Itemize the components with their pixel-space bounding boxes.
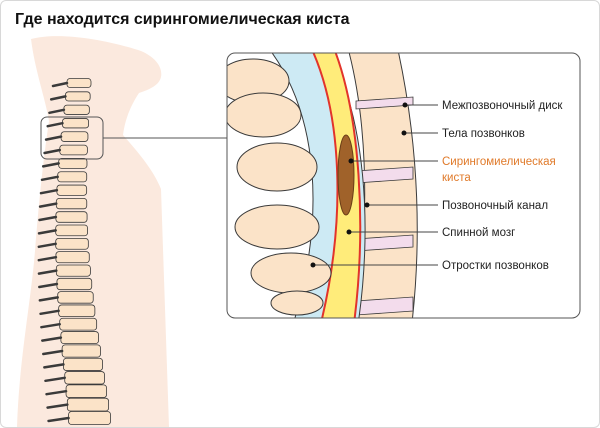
vertebra-process [43, 148, 62, 155]
vertebra-process [46, 403, 69, 409]
vertebra [55, 237, 89, 250]
spinous-processes [227, 58, 332, 316]
marker-dots [310, 102, 408, 268]
vertebra-process [41, 162, 60, 168]
vertebra-process [45, 389, 68, 396]
label-spinal-cord: Спинной мозг [442, 227, 515, 239]
vertebra-process [38, 202, 58, 208]
vertebra [55, 211, 88, 223]
vertebra [55, 197, 88, 210]
vertebra [58, 304, 96, 318]
vertebra [58, 158, 88, 169]
vertebra-process [44, 135, 63, 141]
vertebra [59, 317, 98, 331]
vertebra [57, 171, 88, 183]
zoom-panel-border [226, 52, 581, 319]
vertebra-process [38, 282, 59, 289]
label-vertebral-bodies: Тела позвонков [442, 128, 525, 140]
leader-lines [313, 104, 438, 266]
vertebra [55, 251, 90, 264]
process [236, 142, 318, 192]
vertebra [55, 224, 89, 237]
body-silhouette [17, 36, 169, 427]
spine-column [37, 78, 111, 425]
vertebra-process [37, 242, 57, 249]
vertebra-process [41, 336, 63, 342]
vertebra [63, 104, 90, 115]
vertebra [66, 78, 92, 88]
vertebra-process [48, 108, 66, 115]
process [234, 204, 320, 250]
vertebra [56, 277, 93, 291]
vertebra-process [40, 175, 59, 182]
vertebra [65, 91, 91, 102]
vertebra-process [51, 81, 69, 88]
vertebra [68, 411, 111, 425]
vertebra-process [47, 416, 70, 423]
process [227, 92, 302, 138]
intervertebral-discs [355, 96, 414, 316]
vertebra [57, 291, 94, 304]
vertebra-process [37, 229, 57, 235]
vertebra-process [49, 95, 67, 101]
vertebra-process [43, 363, 65, 369]
vertebra [56, 184, 88, 196]
vertebra [60, 131, 89, 142]
vertebra [64, 371, 105, 385]
vertebra [55, 264, 91, 277]
process [250, 252, 332, 294]
figure-title: Где находится сирингомиелическая киста [15, 11, 350, 28]
vertebra-process [39, 188, 59, 195]
vertebra-process [37, 255, 58, 262]
label-cyst-line1: Сирингомиелическая [442, 156, 556, 168]
vertebra [66, 397, 110, 412]
spinal-cord [313, 53, 357, 318]
vertebra-process [37, 269, 58, 275]
label-disc: Межпозвоночный диск [442, 100, 563, 112]
label-spinal-canal: Позвоночный канал [442, 200, 548, 212]
vertebra [65, 384, 108, 398]
vertebra [62, 118, 89, 129]
zoom-panel [227, 53, 580, 318]
label-processes: Отростки позвонков [442, 260, 549, 272]
vertebra [60, 331, 99, 345]
vertebra-process [42, 349, 64, 356]
vertebra-process [39, 309, 60, 316]
vertebra [61, 344, 101, 358]
vertebra-process [38, 215, 58, 222]
vertebra-process [46, 121, 64, 128]
vertebra-process [40, 322, 61, 329]
vertebra [59, 144, 88, 156]
process [270, 290, 324, 316]
vertebra-process [38, 296, 59, 302]
vertebra-process [44, 376, 66, 383]
label-cyst-line2: киста [442, 172, 471, 184]
syringomyelia-cyst [337, 134, 355, 216]
vertebra [63, 357, 103, 371]
